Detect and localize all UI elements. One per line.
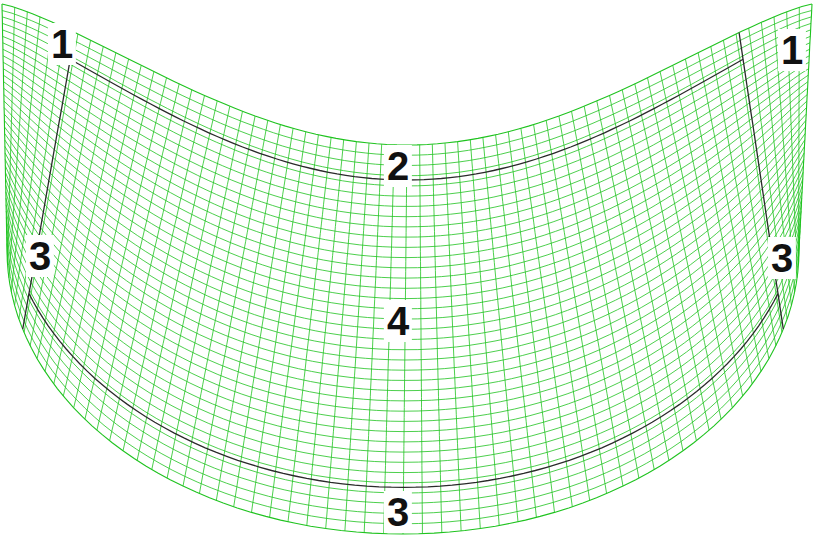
mesh-grid xyxy=(2,4,812,534)
mesh-line xyxy=(4,114,806,319)
region-boundary xyxy=(739,33,783,330)
callout-number: 2 xyxy=(384,145,412,187)
mesh-line xyxy=(7,244,799,524)
mesh-line xyxy=(4,121,805,330)
mesh-line xyxy=(7,231,800,504)
mesh-line xyxy=(3,62,809,237)
region-boundaries xyxy=(23,33,784,488)
mesh-line xyxy=(6,198,802,452)
callout-number: 1 xyxy=(48,23,76,65)
callout-number: 3 xyxy=(384,491,412,533)
mesh-line xyxy=(6,192,802,442)
mesh-line xyxy=(6,218,800,483)
mesh-line xyxy=(3,69,808,248)
mesh-line xyxy=(6,185,803,431)
mesh-line xyxy=(3,49,810,216)
mesh-line xyxy=(3,56,809,227)
mesh-line xyxy=(5,140,805,360)
callout-number: 4 xyxy=(384,300,412,342)
callout-number: 3 xyxy=(768,237,796,279)
mesh-line xyxy=(3,75,808,257)
mesh-line xyxy=(7,250,799,534)
mesh-line xyxy=(5,153,804,381)
mesh-line xyxy=(6,211,801,472)
callout-number: 1 xyxy=(778,29,806,71)
mesh-line xyxy=(5,159,804,390)
mesh-line xyxy=(3,36,811,196)
mesh-line xyxy=(4,95,807,289)
mesh-line xyxy=(6,205,801,463)
region-boundary xyxy=(23,33,75,330)
mesh-line xyxy=(4,82,808,268)
callout-number: 3 xyxy=(26,235,54,277)
mesh-line xyxy=(5,134,806,350)
mesh-line xyxy=(7,237,800,513)
mesh-line xyxy=(6,179,803,422)
region-boundary xyxy=(29,294,778,488)
mesh-line xyxy=(4,88,808,278)
